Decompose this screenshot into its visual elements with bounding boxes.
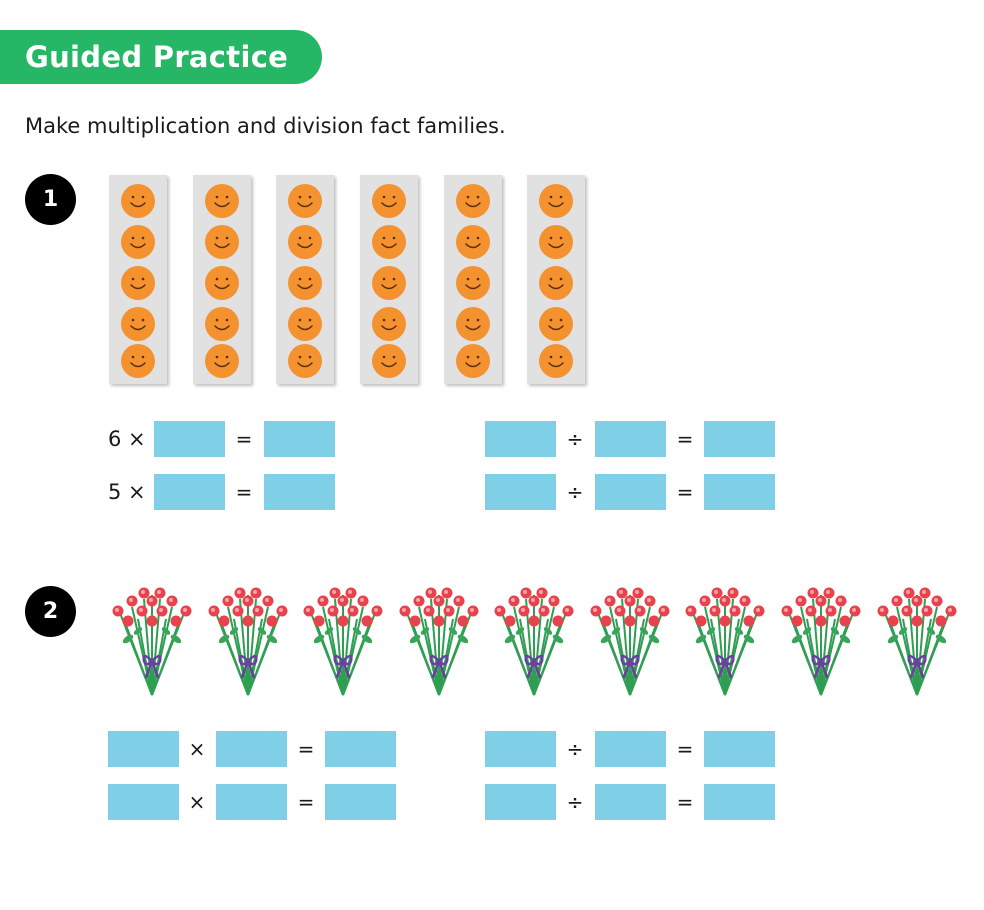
multiplication-sign: ×	[188, 737, 206, 761]
smiley-face-icon	[120, 265, 156, 301]
equals-sign: =	[297, 790, 315, 814]
counter-strip	[527, 175, 585, 384]
smiley-face-icon	[204, 183, 240, 219]
smiley-face-icon	[287, 343, 323, 379]
flower-bouquet-icon	[108, 583, 196, 699]
equals-sign: =	[297, 737, 315, 761]
answer-box[interactable]	[216, 784, 287, 820]
multiplication-sign: ×	[188, 790, 206, 814]
flower-bouquet-icon	[395, 583, 483, 699]
flower-bouquet-icon	[777, 583, 865, 699]
equals-sign: =	[235, 480, 253, 504]
smiley-face-icon	[538, 183, 574, 219]
counter-strip	[109, 175, 167, 384]
answer-box[interactable]	[154, 421, 225, 457]
smiley-face-icon	[455, 224, 491, 260]
flower-bouquet-icon	[681, 583, 769, 699]
smiley-face-icon	[371, 224, 407, 260]
answer-box[interactable]	[704, 784, 775, 820]
smiley-face-icon	[204, 224, 240, 260]
smiley-face-icon	[287, 224, 323, 260]
counter-strip	[360, 175, 418, 384]
smiley-face-icon	[287, 265, 323, 301]
answer-box[interactable]	[704, 474, 775, 510]
answer-box[interactable]	[595, 784, 666, 820]
instruction-text: Make multiplication and division fact fa…	[25, 114, 506, 138]
answer-box[interactable]	[485, 784, 556, 820]
smiley-face-icon	[371, 183, 407, 219]
smiley-face-icon	[120, 183, 156, 219]
smiley-face-icon	[538, 224, 574, 260]
smiley-face-icon	[538, 343, 574, 379]
answer-box[interactable]	[325, 784, 396, 820]
flower-bouquet-icon	[204, 583, 292, 699]
smiley-face-icon	[204, 265, 240, 301]
division-sign: ÷	[566, 737, 584, 761]
smiley-face-icon	[287, 306, 323, 342]
smiley-face-icon	[455, 306, 491, 342]
answer-box[interactable]	[108, 731, 179, 767]
equals-sign: =	[676, 790, 694, 814]
smiley-face-icon	[538, 265, 574, 301]
answer-box[interactable]	[325, 731, 396, 767]
question-number-badge: 1	[25, 174, 76, 225]
division-sign: ÷	[566, 427, 584, 451]
answer-box[interactable]	[704, 421, 775, 457]
smiley-face-icon	[538, 306, 574, 342]
answer-box[interactable]	[595, 474, 666, 510]
multiplication-factor: 6 ×	[108, 427, 146, 451]
flower-bouquet-icon	[586, 583, 674, 699]
answer-box[interactable]	[264, 421, 335, 457]
equals-sign: =	[235, 427, 253, 451]
flower-bouquet-icon	[873, 583, 961, 699]
equals-sign: =	[676, 480, 694, 504]
counter-strip	[444, 175, 502, 384]
division-sign: ÷	[566, 790, 584, 814]
smiley-face-icon	[371, 306, 407, 342]
division-sign: ÷	[566, 480, 584, 504]
equals-sign: =	[676, 737, 694, 761]
answer-box[interactable]	[595, 421, 666, 457]
smiley-face-icon	[455, 265, 491, 301]
answer-box[interactable]	[485, 474, 556, 510]
smiley-face-icon	[455, 183, 491, 219]
counter-strip	[276, 175, 334, 384]
smiley-face-icon	[120, 343, 156, 379]
answer-box[interactable]	[485, 731, 556, 767]
smiley-face-icon	[120, 306, 156, 342]
equals-sign: =	[676, 427, 694, 451]
section-banner: Guided Practice	[0, 30, 322, 84]
smiley-face-icon	[204, 306, 240, 342]
answer-box[interactable]	[216, 731, 287, 767]
flower-bouquet-icon	[299, 583, 387, 699]
smiley-face-icon	[287, 183, 323, 219]
answer-box[interactable]	[264, 474, 335, 510]
answer-box[interactable]	[485, 421, 556, 457]
answer-box[interactable]	[704, 731, 775, 767]
flower-bouquet-icon	[490, 583, 578, 699]
section-title: Guided Practice	[25, 40, 289, 74]
question-number-badge: 2	[25, 586, 76, 637]
answer-box[interactable]	[108, 784, 179, 820]
counter-strip	[193, 175, 251, 384]
multiplication-factor: 5 ×	[108, 480, 146, 504]
smiley-face-icon	[371, 265, 407, 301]
smiley-face-icon	[204, 343, 240, 379]
smiley-face-icon	[120, 224, 156, 260]
smiley-face-icon	[371, 343, 407, 379]
smiley-face-icon	[455, 343, 491, 379]
answer-box[interactable]	[595, 731, 666, 767]
answer-box[interactable]	[154, 474, 225, 510]
